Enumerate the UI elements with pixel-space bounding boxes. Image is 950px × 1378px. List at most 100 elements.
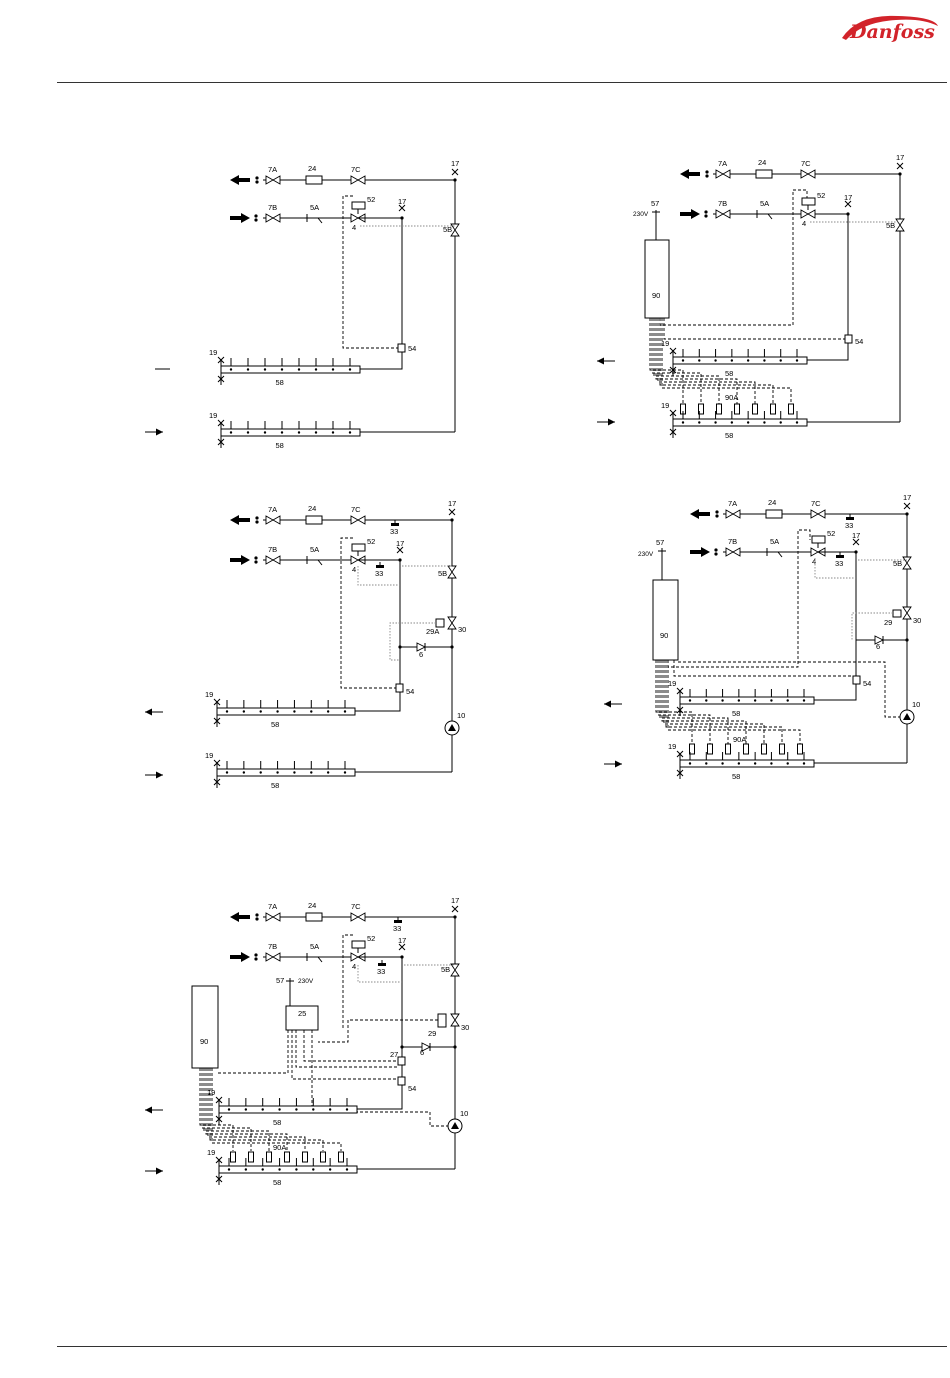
voltage-label: 230V — [298, 978, 314, 985]
fill-valve-label: 19 — [668, 742, 676, 751]
filter-24-icon — [305, 175, 323, 185]
air-vent-label: 17 — [448, 499, 456, 508]
valve-label: 7A — [718, 159, 727, 168]
sensor-54-icon — [397, 343, 406, 353]
sensor-label: 54 — [406, 687, 414, 696]
manifold-label: 58 — [273, 1118, 281, 1127]
manifold-port — [227, 1108, 231, 1111]
filter-label: 24 — [758, 158, 766, 167]
manifold-port — [343, 771, 347, 774]
actuator-90a-icon — [788, 403, 794, 415]
supply-arrow-icon — [680, 169, 700, 179]
fill-valve-label: 19 — [207, 1088, 215, 1097]
valve-7b-icon — [265, 555, 281, 565]
manifold-port — [795, 421, 799, 424]
logo-text: Danfoss — [849, 21, 935, 43]
valve-7b-icon — [265, 213, 281, 223]
manifold-port — [259, 710, 262, 713]
air-vent-label: 17 — [903, 493, 911, 502]
sensor-capillary — [357, 566, 400, 586]
manifold-port — [345, 1108, 349, 1111]
manifold-label: 58 — [725, 369, 733, 378]
actuator-wire — [653, 318, 720, 404]
manifold-port — [242, 710, 246, 713]
actuator-wire — [655, 660, 693, 744]
check-valve-icon — [874, 635, 885, 645]
drain-valve-icon — [217, 375, 225, 383]
return-arrow-icon — [690, 547, 710, 557]
valve-7c-icon — [800, 169, 816, 179]
controller-90-box — [652, 579, 679, 661]
mixing-valve-30-icon — [902, 606, 912, 620]
check-valve-icon — [416, 642, 427, 652]
sensor-33-icon — [391, 523, 399, 526]
manifold-bar — [679, 696, 815, 705]
manifold-port — [681, 359, 685, 362]
air-vent-icon — [676, 750, 684, 758]
manifold-port — [328, 1168, 332, 1171]
junction-dot — [704, 214, 708, 218]
sensor-label: 54 — [408, 1084, 416, 1093]
manifold-port — [763, 421, 766, 424]
drain-valve-icon — [676, 769, 684, 777]
actuator-52-icon — [351, 940, 366, 949]
check-valve-icon — [421, 1042, 432, 1052]
actuator-wire — [657, 318, 756, 404]
actuator-90a-icon — [698, 403, 704, 415]
manifold-port — [314, 431, 318, 434]
junction-dot — [715, 510, 719, 514]
manifold-bar — [679, 759, 815, 768]
control-wire — [291, 1030, 398, 1080]
manifold-port — [753, 762, 757, 765]
sensor-label: 33 — [377, 967, 385, 976]
sensor-33-icon — [378, 963, 386, 966]
filter-label: 24 — [308, 164, 316, 173]
air-vent-label: 17 — [396, 539, 404, 548]
actuator-label: 90A — [725, 393, 738, 402]
manifold-port — [310, 710, 313, 713]
manifold-port — [293, 710, 296, 713]
junction-dot — [715, 514, 719, 518]
valve-7a-icon — [265, 912, 281, 922]
return-arrow-icon — [680, 209, 700, 219]
manifold-port — [314, 368, 318, 371]
sensor-54-icon — [395, 683, 404, 693]
arrowhead-icon — [156, 771, 163, 779]
filter-24-icon — [755, 169, 773, 179]
air-vent-label: 17 — [398, 936, 406, 945]
manifold-port — [730, 359, 734, 362]
manifold-port — [737, 762, 741, 765]
pipe-line — [355, 692, 401, 712]
manifold-port — [795, 359, 799, 362]
air-vent-icon — [396, 546, 404, 554]
actuator-wire — [657, 660, 711, 744]
actuator-52-icon — [801, 197, 816, 206]
sensor-capillary — [814, 558, 856, 579]
valve-label: 7A — [728, 499, 737, 508]
controller-90-box — [644, 239, 670, 319]
valve-label: 4 — [352, 565, 356, 574]
manifold-port — [779, 359, 782, 362]
control-wire — [663, 318, 845, 340]
sensor-54-icon — [852, 675, 861, 685]
valve-label: 7C — [351, 902, 361, 911]
pipe-line — [358, 559, 401, 688]
air-vent-icon — [398, 204, 406, 212]
valve-7c-icon — [350, 515, 366, 525]
actuator-wire — [207, 1068, 306, 1151]
check-valve-label: 6 — [419, 650, 423, 659]
manifold-port — [295, 1108, 298, 1111]
power-label: 57 — [276, 976, 284, 985]
junction-dot — [255, 516, 259, 520]
fill-valve-label: 19 — [207, 1148, 215, 1157]
pipe-line — [360, 352, 403, 370]
manifold-port — [737, 699, 741, 702]
manifold-port — [280, 368, 284, 371]
valve-label: 7B — [268, 545, 277, 554]
valve-label: 4 — [802, 219, 806, 228]
balancing-valve-5b-icon — [895, 218, 905, 232]
valve-label: 30 — [461, 1023, 469, 1032]
manifold-port — [280, 431, 284, 434]
actuator-52-icon — [351, 201, 366, 210]
